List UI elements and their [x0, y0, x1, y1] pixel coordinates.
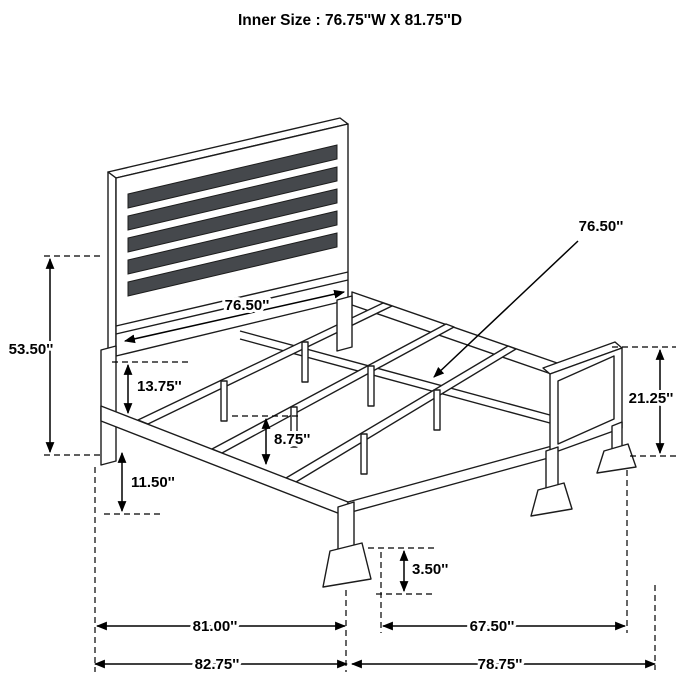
slat-leg: [360, 433, 368, 475]
slat-leg: [433, 389, 441, 431]
dim-label-foot-height: 3.50'': [412, 561, 448, 578]
slat-leg: [290, 406, 298, 448]
dim-label-overall-depth: 82.75'': [195, 656, 240, 673]
cross-slat: [285, 345, 517, 483]
foot-rail-board: [347, 445, 553, 514]
slat-leg: [367, 365, 375, 407]
dim-label-center-rail-length: 76.50'': [579, 218, 624, 235]
headboard-slat: [127, 188, 338, 253]
headboard-slat: [127, 210, 338, 275]
diagram-title: Inner Size : 76.75''W X 81.75''D: [237, 12, 463, 29]
dim-label-headboard-width: 76.50'': [225, 297, 270, 314]
dim-label-side-rail-span: 81.00'': [193, 618, 238, 635]
dim-label-rail-clearance: 11.50'': [131, 474, 175, 491]
headboard-slat: [127, 166, 338, 231]
dim-headboard-width: 76.50'': [123, 289, 346, 344]
dim-label-headboard-height: 53.50'': [9, 341, 54, 358]
slat-leg: [220, 380, 228, 422]
side-rail-near: [100, 405, 349, 518]
dim-headboard-clearance: 13.75'': [112, 361, 188, 415]
cross-slat: [211, 323, 455, 454]
footboard-inner-panel: [557, 355, 615, 445]
dim-center-rail-length: 76.50'': [433, 215, 626, 378]
dim-footboard-height: 21.25'': [612, 346, 676, 457]
footboard: [530, 341, 637, 517]
dim-line: [123, 289, 346, 344]
headboard-left-leg: [100, 345, 117, 466]
dim-rail-clearance: 11.50'': [104, 451, 178, 515]
dim-overall-depth: 82.75'': [93, 653, 349, 676]
center-rail-bottom-edge: [239, 338, 573, 430]
front-left-foot: [322, 542, 372, 588]
headboard-right-leg: [336, 295, 353, 352]
dim-label-slat-clearance: 8.75'': [274, 431, 310, 448]
leader-line: [433, 240, 579, 378]
dim-overall-width: 78.75'': [350, 653, 657, 676]
dim-foot-height: 3.50'': [368, 547, 451, 595]
slat-leg: [301, 341, 309, 383]
footboard-right-foot: [596, 443, 637, 474]
headboard-slat: [127, 144, 338, 209]
front-left-leg: [322, 501, 372, 588]
dim-label-headboard-clearance: 13.75'': [137, 378, 182, 395]
foot-rail: [347, 445, 553, 514]
dim-headboard-height: 53.50'': [6, 255, 104, 456]
near-rail-board: [100, 405, 349, 518]
dimension-annotations: 76.50'' 76.50'' 53.50'' 13.75'': [6, 215, 677, 676]
dim-label-footboard-height: 21.25'': [629, 390, 674, 407]
dim-footboard-span: 67.50'': [381, 615, 627, 638]
footboard-left-foot: [530, 482, 573, 517]
dim-slat-clearance: 8.75'': [232, 415, 313, 466]
headboard-left-edge: [107, 171, 117, 357]
dim-label-overall-width: 78.75'': [478, 656, 523, 673]
dim-side-rail-span: 81.00'': [95, 615, 347, 638]
dim-label-footboard-span: 67.50'': [470, 618, 515, 635]
